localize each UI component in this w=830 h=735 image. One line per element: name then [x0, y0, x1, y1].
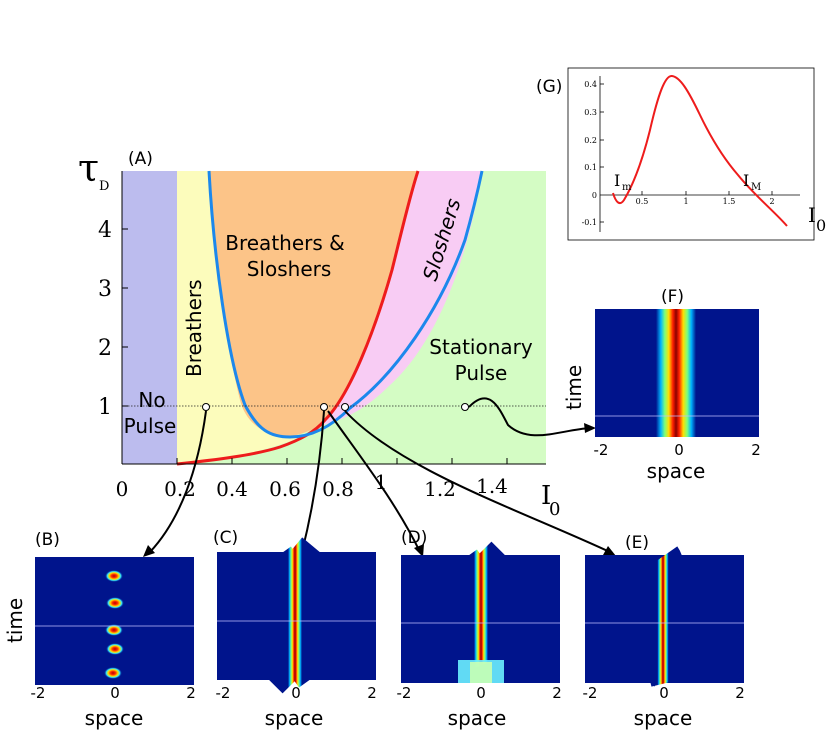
region-breathers-sloshers — [209, 171, 418, 437]
red-boundary-curve — [176, 170, 420, 466]
y-tick-label: 1 — [98, 395, 112, 420]
inset-label-im: I — [614, 171, 620, 190]
inset-label-imax-sub: M — [751, 182, 761, 193]
time-axis-label: time — [562, 365, 586, 410]
y-tick-label: 4 — [98, 218, 112, 243]
tick-label: 0 — [110, 684, 120, 702]
zigzag-pulse — [441, 541, 521, 673]
region-sloshers — [322, 171, 482, 425]
arrow-to-b — [149, 410, 207, 553]
x-tick-marks — [121, 458, 508, 464]
tick-label: -2 — [216, 684, 231, 702]
tick-label: -2 — [594, 441, 609, 459]
inset-x-tick: 0.5 — [636, 197, 649, 206]
arrow-to-e — [344, 410, 613, 554]
inset-y-tick: 0.4 — [584, 80, 597, 89]
sample-point-d — [341, 403, 349, 411]
y-axis-symbol: τ — [78, 146, 99, 190]
x-tick-label: 0.4 — [216, 477, 248, 501]
tick-label: 0 — [659, 684, 669, 702]
wavy-pulse — [642, 546, 684, 687]
x-tick-label: 1.4 — [476, 474, 508, 498]
tick-label: -2 — [31, 684, 46, 702]
time-axis-label: time — [3, 598, 27, 643]
inset-red-curve — [612, 75, 788, 227]
panel-label-g: (G) — [536, 77, 562, 97]
region-no-pulse — [122, 171, 177, 464]
blue-boundary-curve — [207, 170, 484, 439]
arrow-to-f — [468, 397, 591, 437]
inset-y-tick: 0.3 — [584, 108, 597, 117]
panel-f-stationary: (F) time -2 0 2 space — [562, 287, 761, 483]
panel-e-sloshers-weak: (E) -2 0 2 space — [583, 533, 745, 730]
panel-label-f: (F) — [661, 287, 684, 307]
x-tick-label: 1 — [375, 470, 388, 494]
tick-label: 0 — [291, 684, 301, 702]
panel-label-b: (B) — [35, 530, 60, 550]
panel-c-breathers-sloshers: (C) -2 0 2 space — [213, 528, 377, 730]
space-axis-label: space — [647, 459, 706, 483]
panel-label-d: (D) — [401, 528, 427, 548]
breather-blobs — [104, 570, 124, 679]
space-axis-label: space — [265, 706, 324, 730]
region-label-no-pulse: No — [138, 388, 165, 412]
stationary-pulse — [656, 309, 696, 437]
inset-x-tick: 1.5 — [723, 197, 736, 206]
region-breathers — [177, 171, 300, 464]
sample-point-c — [320, 403, 328, 411]
region-label-stationary: Pulse — [455, 361, 508, 385]
tick-label: -2 — [397, 684, 412, 702]
tick-label: 2 — [751, 441, 761, 459]
space-axis-label: space — [85, 706, 144, 730]
arrow-to-d — [327, 410, 421, 553]
tick-label: 0 — [674, 441, 684, 459]
panel-label-a: (A) — [128, 149, 153, 169]
inset-label-imax: I — [743, 171, 749, 190]
space-axis-label: space — [448, 706, 507, 730]
space-axis-label: space — [634, 706, 693, 730]
inset-g-curve: (G) 0.4 0.3 0.2 0.1 0 -0.1 0.5 1 1.5 2 I… — [536, 67, 826, 241]
phase-diagram: 0 0.2 0.4 0.6 0.8 1 1.2 1.4 1 2 3 4 τ D … — [78, 146, 560, 520]
tick-label: 2 — [735, 684, 745, 702]
y-tick-marks — [122, 228, 128, 407]
inset-x-tick: 2 — [769, 197, 774, 206]
y-tick-label: 3 — [98, 277, 112, 302]
panel-label-e: (E) — [625, 533, 649, 553]
panel-d-sloshers: (D) -2 0 2 space — [397, 528, 562, 730]
region-label-breathers: Breathers — [182, 279, 206, 377]
region-label-stationary: Stationary — [429, 335, 533, 359]
inset-y-tick: -0.1 — [582, 218, 597, 227]
inset-x-axis-symbol: I — [808, 203, 816, 227]
x-tick-label: 0.6 — [269, 477, 301, 501]
tick-label: -2 — [583, 684, 598, 702]
y-tick-label: 2 — [98, 336, 112, 361]
inset-x-tick: 1 — [683, 197, 688, 206]
region-label-breathers-sloshers: Sloshers — [247, 257, 332, 281]
inset-label-im-sub: m — [622, 182, 632, 193]
x-axis-subscript: 0 — [549, 499, 560, 520]
tick-label: 2 — [552, 684, 562, 702]
inset-y-tick: 0.2 — [584, 136, 597, 145]
inset-y-tick: 0.1 — [584, 163, 597, 172]
region-label-no-pulse: Pulse — [124, 414, 177, 438]
tick-label: 2 — [367, 684, 377, 702]
panel-label-c: (C) — [213, 528, 238, 548]
zigzag-pulse — [255, 537, 335, 694]
connector-arrows — [149, 397, 613, 554]
inset-x-axis-subscript: 0 — [816, 216, 826, 235]
region-label-breathers-sloshers: Breathers & — [225, 231, 344, 255]
x-tick-label: 0.8 — [322, 477, 354, 501]
sample-point-b — [202, 403, 210, 411]
x-tick-label: 0 — [116, 477, 129, 501]
y-axis-subscript: D — [99, 179, 109, 194]
sample-point-f — [461, 403, 469, 411]
x-axis-symbol: I — [541, 481, 551, 511]
tick-label: 2 — [186, 684, 196, 702]
inset-y-tick: 0 — [592, 191, 597, 200]
tick-label: 0 — [476, 684, 486, 702]
panel-b-breathers: (B) time -2 0 2 space — [3, 530, 196, 730]
